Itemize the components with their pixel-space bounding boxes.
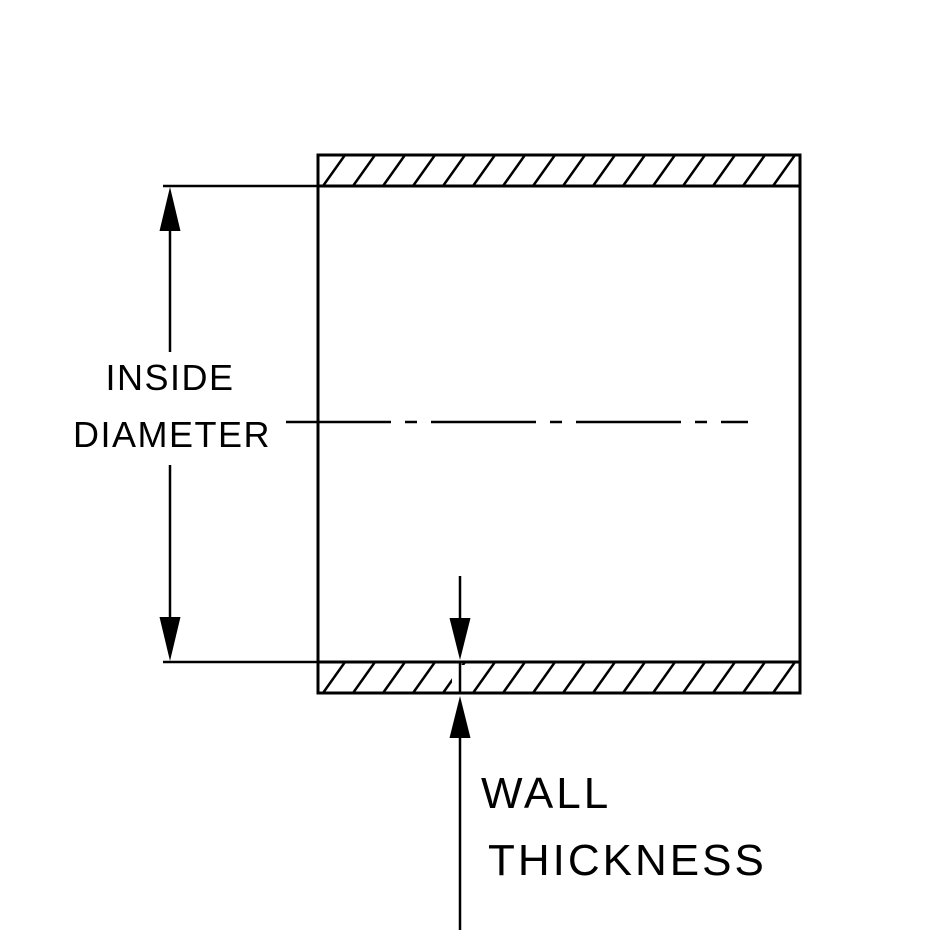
- wall-thickness-arrow-down-icon: [449, 618, 471, 660]
- inside-diameter-label-line2: DIAMETER: [73, 414, 271, 455]
- wall-thickness-label-line1: WALL: [481, 769, 611, 818]
- inside-diameter-label-line1: INSIDE: [105, 357, 234, 398]
- inside-diameter-arrow-down-icon: [159, 617, 181, 661]
- bottom-wall-hatch: [318, 662, 800, 693]
- wall-thickness-label-line2: THICKNESS: [488, 836, 767, 885]
- inside-diameter-arrow-up-icon: [159, 187, 181, 231]
- wall-thickness-arrow-up-icon: [449, 696, 471, 738]
- top-wall-hatch: [318, 155, 800, 186]
- tube-body-outline: [316, 153, 802, 695]
